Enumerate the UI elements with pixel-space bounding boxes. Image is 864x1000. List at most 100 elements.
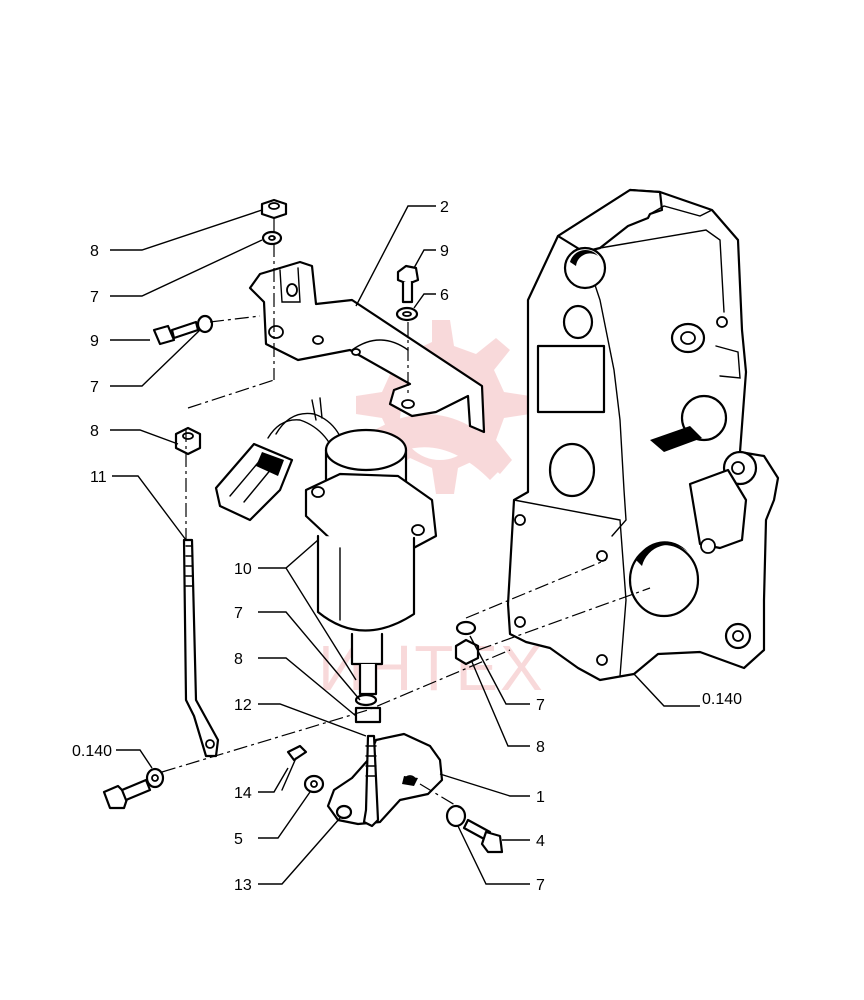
leader-8d: [471, 661, 530, 747]
axis-mount-upper: [465, 559, 607, 619]
assembly-lines: [161, 218, 651, 809]
housing-plug-upper-shade: [570, 249, 598, 266]
washer-5-hole: [310, 780, 318, 788]
leader-11: [112, 475, 187, 541]
left-nut-8-body: [174, 426, 202, 456]
cotter-pin-14-head: [286, 744, 308, 762]
bracket-hole-left: [268, 325, 284, 339]
left-bolt-9: [152, 320, 200, 346]
left-washer-7: [196, 314, 214, 334]
housing-front-edge: [583, 251, 627, 537]
callout-7-right: 7: [536, 697, 545, 714]
bracket-hole-top: [286, 283, 298, 297]
lever-pivot-shade: [402, 776, 418, 786]
leader-7d: [469, 635, 530, 705]
solenoid-body: [316, 534, 416, 632]
leader-1: [439, 773, 530, 797]
leader-12: [258, 703, 367, 737]
callout-labels: 8 7 9 7 8 11 2 9 6 10 7 8 12 0.140 14 5 …: [72, 199, 742, 894]
housing-round-cover: [548, 442, 596, 498]
leader-ref-left: [116, 749, 153, 769]
left-bolt-9-head: [152, 324, 176, 346]
leader-8a: [110, 209, 263, 251]
bolt-4-head: [480, 830, 504, 854]
axis-left-bolt: [209, 315, 261, 323]
housing-plug-lower: [562, 304, 594, 340]
callout-6: 6: [440, 287, 449, 304]
callout-7-bottom: 7: [536, 877, 545, 894]
axis-pivot: [419, 783, 461, 809]
solenoid-flange-hole-right: [411, 524, 425, 536]
top-nut: [260, 198, 288, 220]
solenoid-connector-ribs: [229, 457, 273, 503]
solenoid-flange: [304, 472, 438, 554]
housing-bolt-hole-b: [700, 538, 716, 554]
housing-lower-boss-hole: [731, 461, 745, 475]
bracket-hole-mid: [312, 335, 324, 345]
lever-clip-13: [335, 804, 353, 820]
watermark-wrench: [360, 414, 510, 480]
housing-bottom-boss-hole: [732, 630, 744, 642]
ref-bolt-shank: [120, 778, 152, 802]
housing-nameplate: [536, 344, 606, 414]
bracket-cutout: [351, 339, 409, 351]
left-bolt-9-shank: [170, 320, 200, 340]
callout-12: 12: [234, 697, 252, 714]
washer-plunger: [354, 693, 378, 707]
solenoid: [214, 397, 438, 696]
housing-bolt-hole-a: [716, 316, 728, 328]
bracket-hole-small: [351, 348, 361, 356]
right-nut-8: [454, 638, 480, 666]
leader-8c: [258, 657, 357, 717]
callout-0-140-right: 0.140: [702, 691, 742, 708]
bracket-hole-right: [401, 399, 415, 409]
nut-plunger: [354, 706, 382, 724]
callout-1: 1: [536, 789, 545, 806]
bracket: [248, 260, 486, 434]
leader-9b: [413, 249, 436, 269]
solenoid-connector: [214, 442, 294, 522]
bracket-flange: [279, 267, 301, 303]
lever-threaded-rod: [362, 734, 380, 828]
lever-rod-thread: [365, 745, 377, 777]
solenoid-plunger-rod: [358, 662, 378, 696]
leader-7a: [110, 239, 263, 297]
lever-plate: [326, 732, 444, 826]
cotter-pin-14-leg: [281, 757, 297, 791]
axis-left-nut: [187, 379, 275, 409]
callout-8-mid: 8: [234, 651, 243, 668]
leader-ref-right: [633, 673, 700, 707]
callout-11: 11: [90, 469, 107, 486]
solenoid-flange-hole-left: [311, 486, 325, 498]
housing-mount-face: [513, 499, 627, 677]
leader-7b: [110, 329, 201, 387]
callout-9-left: 9: [90, 333, 99, 350]
washer-6-hole: [402, 311, 412, 317]
washer-7-bottom: [445, 804, 467, 828]
left-nut-8-hole: [182, 432, 194, 440]
solenoid-plunger-sleeve: [350, 632, 384, 666]
callout-8-left: 8: [90, 423, 99, 440]
housing-block: [688, 468, 748, 550]
link-rod-thread: [185, 545, 193, 587]
right-bolt-9-head: [396, 264, 420, 286]
lever-assembly: [326, 732, 444, 828]
housing-top-face: [599, 229, 725, 313]
callout-2: 2: [440, 199, 449, 216]
link-rod-body: [182, 538, 220, 758]
leader-lines: [110, 205, 700, 885]
solenoid-connector-latch: [256, 452, 284, 476]
callout-10: 10: [234, 561, 252, 578]
axis-mount-lower: [477, 587, 651, 651]
left-nut-8: [174, 426, 202, 456]
callout-8-top: 8: [90, 243, 99, 260]
housing-side-boss-hole: [680, 331, 696, 345]
leader-2: [355, 205, 436, 307]
bracket-plate: [248, 260, 486, 434]
leader-13: [258, 817, 341, 885]
right-washer-7: [455, 620, 477, 636]
callout-7-left: 7: [90, 379, 99, 396]
housing-mount-hole-3: [514, 616, 526, 628]
callout-8-right: 8: [536, 739, 545, 756]
